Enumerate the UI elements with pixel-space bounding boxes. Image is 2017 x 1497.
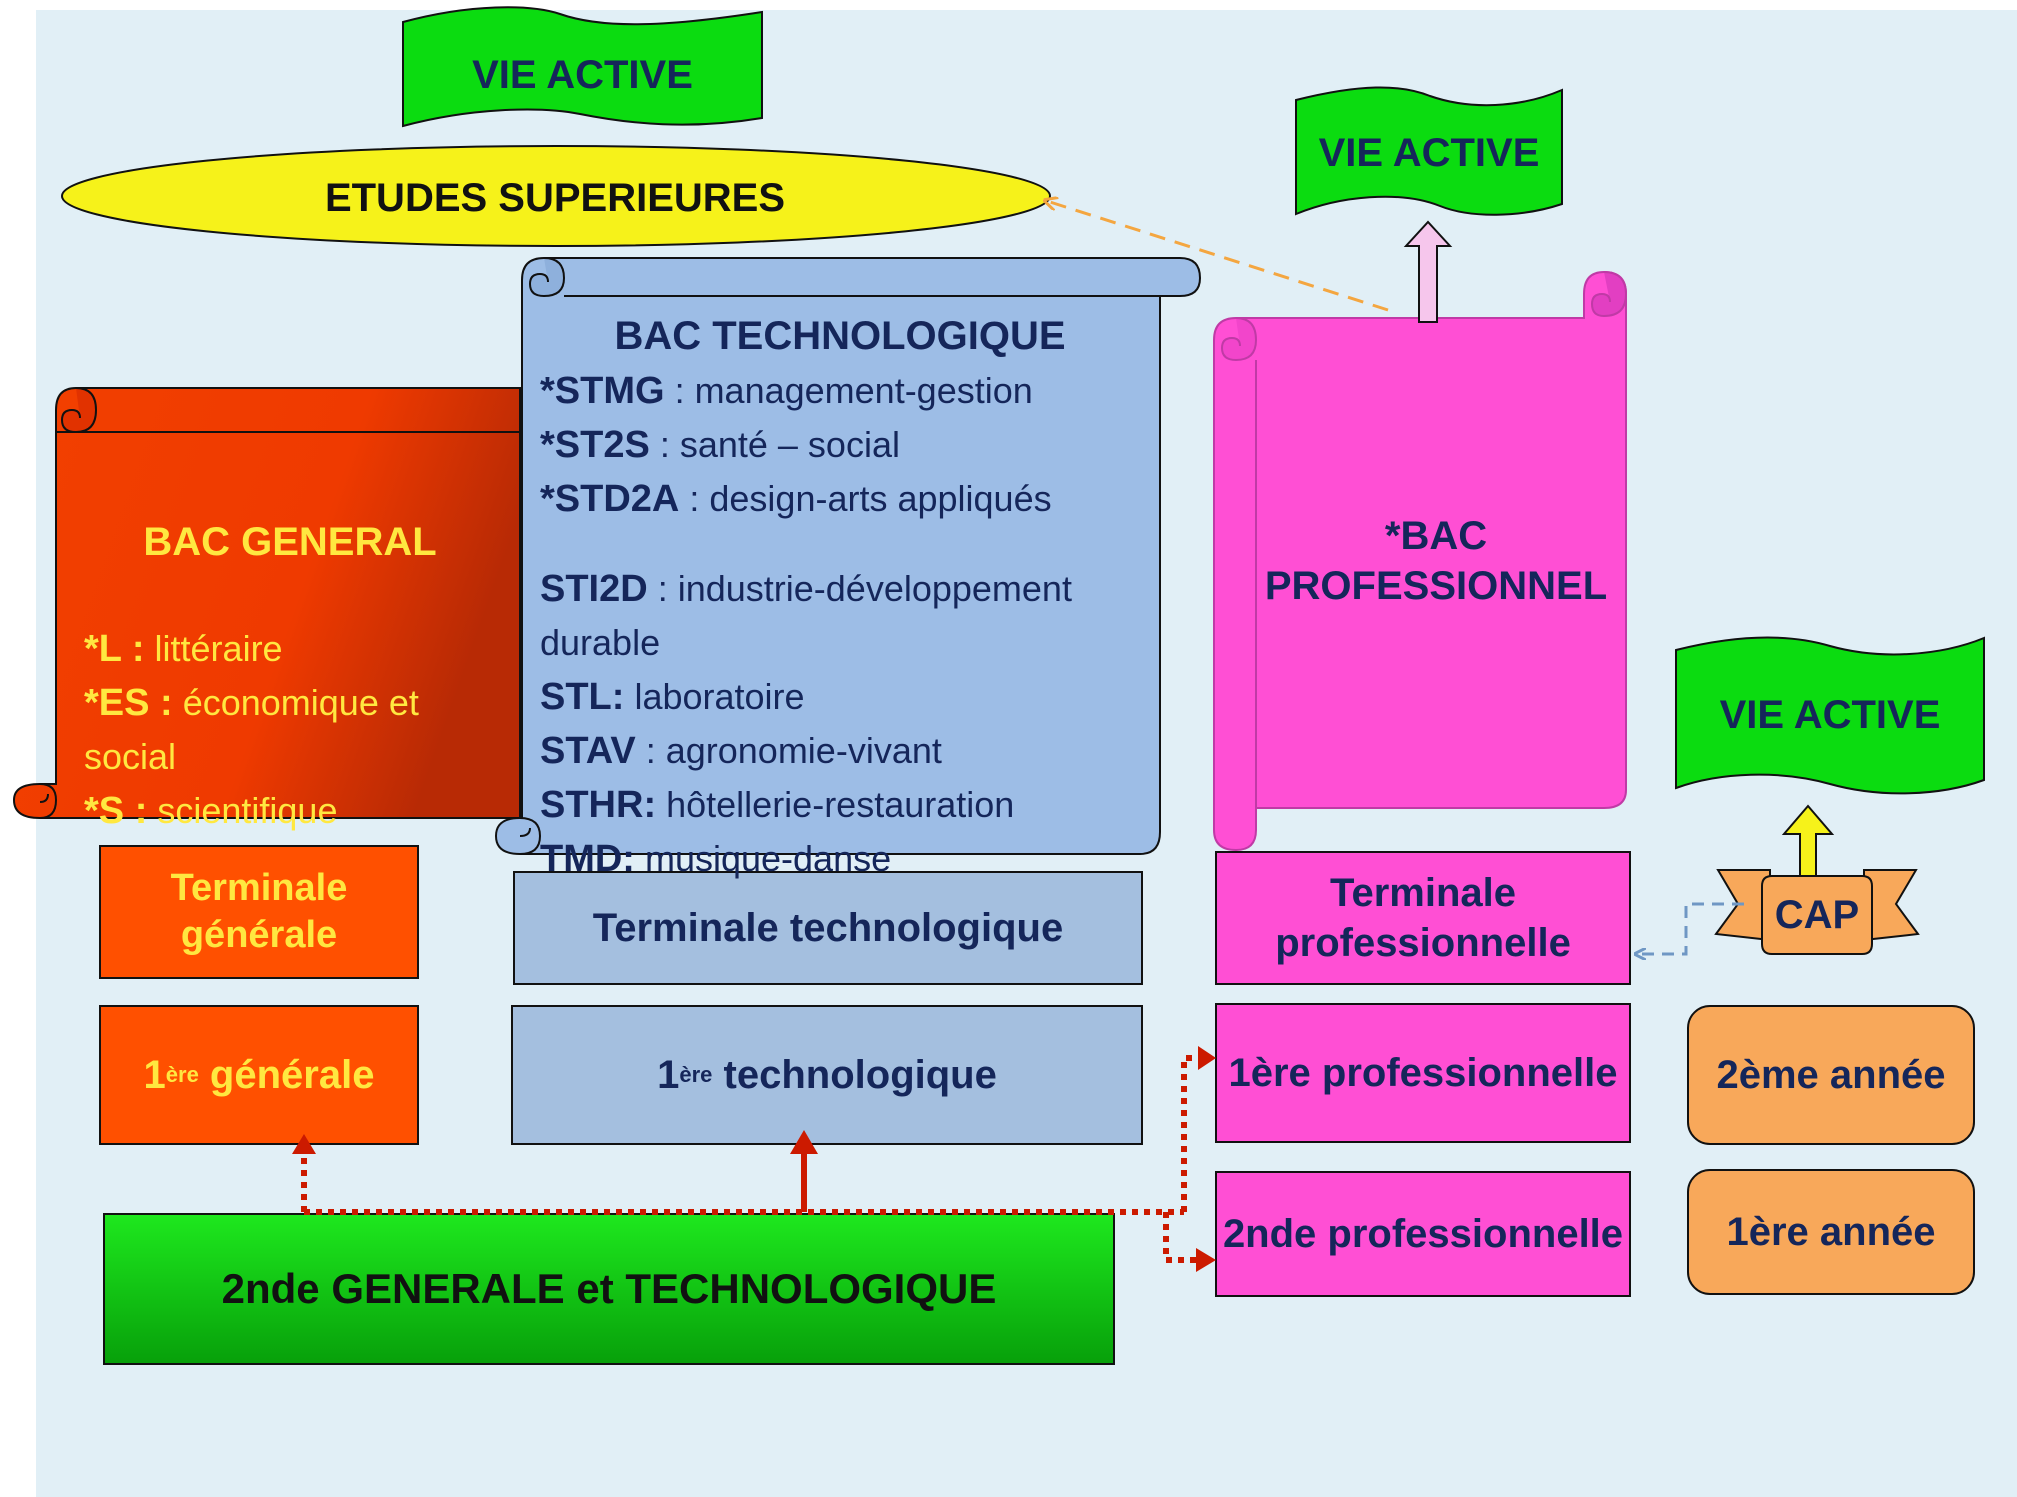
label-line: professionnelle — [1275, 921, 1571, 965]
item-desc: : design-arts appliqués — [679, 478, 1052, 519]
list-item: STI2D : industrie-développement durable — [540, 562, 1160, 670]
bac-techno-list-a: *STMG : management-gestion *ST2S : santé… — [540, 364, 1160, 526]
item-desc: : agronomie-vivant — [635, 730, 942, 771]
item-key: *L : — [84, 628, 145, 670]
list-item: *STD2A : design-arts appliqués — [540, 472, 1160, 526]
list-item: *S : scientifique — [84, 784, 514, 838]
label-sup: ère — [679, 1062, 713, 1088]
bac-general-list: *L : littéraire *ES : économique et soci… — [84, 622, 514, 838]
terminale-techno-label: Terminale technologique — [592, 906, 1064, 950]
vie-active-label-cap: VIE ACTIVE — [1719, 693, 1941, 737]
item-key: *STMG — [540, 370, 665, 412]
cap-annee2-label: 2ème année — [1716, 1053, 1946, 1097]
item-desc: scientifique — [147, 790, 338, 831]
premiere-pro-label: 1ère professionnelle — [1228, 1051, 1618, 1095]
vie-active-label-pro: VIE ACTIVE — [1318, 131, 1540, 175]
label-num: 1 — [143, 1053, 166, 1097]
vie-active-banner-pro — [1295, 86, 1563, 216]
up-arrow-pink — [1403, 220, 1453, 323]
label-text: générale — [198, 1053, 375, 1097]
label-sup: ère — [165, 1062, 199, 1088]
cap-annee1-label: 1ère année — [1726, 1210, 1936, 1254]
item-desc: musique-danse — [634, 838, 892, 879]
item-desc: : management-gestion — [664, 370, 1033, 411]
bac-general-title: BAC GENERAL — [143, 520, 437, 564]
arrowhead-premiere-generale — [292, 1134, 316, 1154]
item-desc: économique et social — [84, 682, 419, 777]
cap-ribbon — [1714, 869, 1920, 955]
seconde-gt-label: 2nde GENERALE et TECHNOLOGIQUE — [221, 1264, 997, 1312]
item-desc: : santé – social — [649, 424, 900, 465]
premiere-pro-box — [1215, 1003, 1631, 1143]
item-key: STAV — [540, 730, 636, 772]
item-key: *S : — [84, 790, 148, 832]
item-key: STI2D — [540, 568, 648, 610]
arrowhead-premiere-techno — [790, 1130, 818, 1154]
item-key: *ST2S — [540, 424, 650, 466]
bac-techno-list-b: STI2D : industrie-développement durable … — [540, 562, 1160, 886]
terminale-generale-label: Terminale générale — [100, 846, 418, 978]
seconde-gt-box — [103, 1213, 1115, 1365]
list-item: *L : littéraire — [84, 622, 514, 676]
premiere-generale-box — [99, 1005, 419, 1145]
premiere-techno-box — [511, 1005, 1143, 1145]
vie-active-label-top: VIE ACTIVE — [472, 53, 693, 97]
terminale-pro-label: Terminale professionnelle — [1216, 852, 1630, 984]
label-num: 1 — [657, 1053, 680, 1097]
list-item: STAV : agronomie-vivant — [540, 724, 1160, 778]
item-key: *ES : — [84, 682, 173, 724]
arrow-pro-to-etudes — [1050, 202, 1389, 312]
list-item: STHR: hôtellerie-restauration — [540, 778, 1160, 832]
label-text: technologique — [712, 1053, 997, 1097]
terminale-techno-box — [513, 871, 1143, 985]
seconde-pro-label: 2nde professionnelle — [1222, 1212, 1624, 1256]
item-desc: littéraire — [144, 628, 283, 669]
terminale-pro-box — [1215, 851, 1631, 985]
label-line: Terminale — [1330, 871, 1516, 915]
label-line: générale — [180, 914, 338, 956]
orientation-arrows — [301, 1055, 1200, 1263]
bac-pro-scroll — [1213, 270, 1628, 852]
etudes-superieures-label: ETUDES SUPERIEURES — [324, 176, 786, 220]
item-desc: hôtellerie-restauration — [656, 784, 1015, 825]
cap-label: CAP — [1774, 893, 1860, 937]
item-key: TMD: — [540, 838, 635, 880]
vie-active-banner-top — [402, 6, 763, 128]
bac-techno-scroll — [494, 257, 1202, 855]
terminale-generale-box — [99, 845, 419, 979]
arrowhead-premiere-pro — [1198, 1046, 1216, 1070]
item-key: STHR: — [540, 784, 657, 826]
bac-general-scroll — [12, 387, 521, 819]
item-desc: laboratoire — [624, 676, 805, 717]
bac-pro-title-line2: PROFESSIONNEL — [1264, 564, 1608, 608]
list-item: *STMG : management-gestion — [540, 364, 1160, 418]
list-item: *ST2S : santé – social — [540, 418, 1160, 472]
bac-pro-title: *BAC PROFESSIONNEL — [1256, 506, 1616, 616]
bac-pro-title-line1: *BAC — [1384, 514, 1488, 558]
list-item: TMD: musique-danse — [540, 832, 1160, 886]
list-item: *ES : économique et social — [84, 676, 514, 784]
up-arrow-yellow — [1781, 804, 1835, 877]
label-line: Terminale — [170, 866, 348, 909]
cap-annee2-box — [1687, 1005, 1975, 1145]
bac-techno-title: BAC TECHNOLOGIQUE — [614, 314, 1066, 358]
cap-annee1-box — [1687, 1169, 1975, 1295]
arrowhead-seconde-pro — [1196, 1248, 1216, 1272]
item-desc: : industrie-développement durable — [540, 568, 1072, 663]
vie-active-banner-cap — [1675, 636, 1985, 795]
seconde-pro-box — [1215, 1171, 1631, 1297]
item-key: *STD2A — [540, 478, 680, 520]
list-item: STL: laboratoire — [540, 670, 1160, 724]
arrow-cap-to-terminale-pro — [1640, 902, 1744, 954]
item-key: STL: — [540, 676, 625, 718]
